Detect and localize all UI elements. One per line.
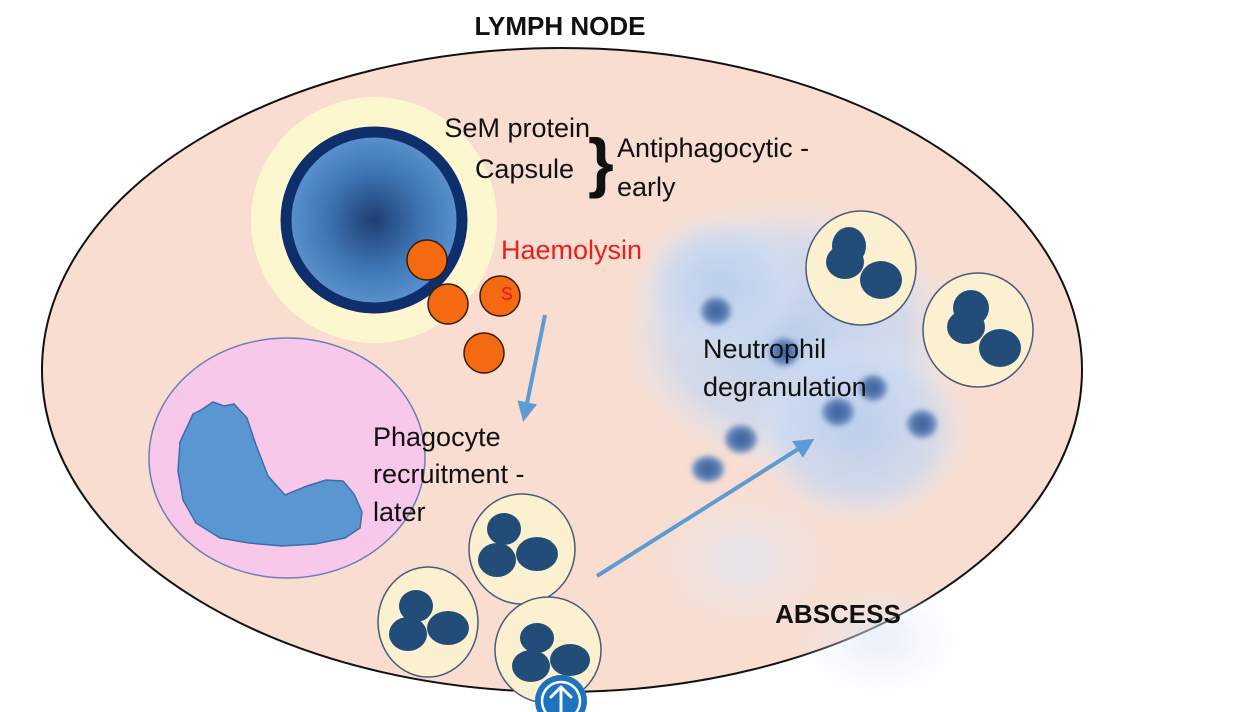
haemolysin-particle: [427, 283, 469, 325]
haemolysins: [406, 239, 521, 374]
haemolysins-label-2: s: [501, 279, 513, 306]
granule: [691, 455, 725, 483]
neutrophils: [377, 210, 1034, 704]
bacterium-cell: [280, 126, 468, 314]
antiphagocytic-label-1: Antiphagocytic -: [617, 133, 809, 163]
neutrophil: [494, 596, 602, 704]
phagocyte-label-3: later: [373, 497, 426, 527]
diagram-title: LYMPH NODE: [475, 11, 646, 41]
macrophage: [148, 337, 426, 579]
haemolysin-particle: [406, 239, 448, 281]
granules: [691, 296, 938, 483]
neutrophil: [922, 272, 1034, 388]
granule: [821, 397, 855, 427]
recruitment-arrow: [517, 314, 547, 422]
scroll-up-button[interactable]: [535, 675, 587, 712]
granule: [906, 409, 938, 439]
abscess-label: ABSCESS: [775, 599, 901, 629]
neutrophil-label-1: Neutrophil: [703, 334, 826, 364]
macrophage-nucleus: [177, 401, 363, 547]
degranulation-arrow: [595, 438, 815, 578]
antiphagocytic-label-2: early: [617, 172, 676, 202]
haemolysins-label-1: Haemolysin: [501, 235, 642, 265]
phagocyte-label-1: Phagocyte: [373, 422, 501, 452]
granule: [768, 337, 800, 367]
granule: [724, 424, 758, 454]
arrow-up-icon: [540, 680, 582, 712]
neutrophil-label-2: degranulation: [703, 372, 867, 402]
haemolysin-particle: [463, 332, 505, 374]
grouping-brace: }: [588, 125, 614, 199]
haemolysin-particle: [479, 275, 521, 317]
neutrophil: [468, 493, 576, 605]
capsule-label: Capsule: [475, 154, 574, 184]
neutrophil: [377, 566, 479, 678]
granule: [858, 374, 888, 402]
neutrophil: [805, 210, 917, 326]
phagocyte-label-2: recruitment -: [373, 459, 525, 489]
granule: [700, 296, 732, 326]
sem-protein-label: SeM protein: [444, 113, 590, 143]
